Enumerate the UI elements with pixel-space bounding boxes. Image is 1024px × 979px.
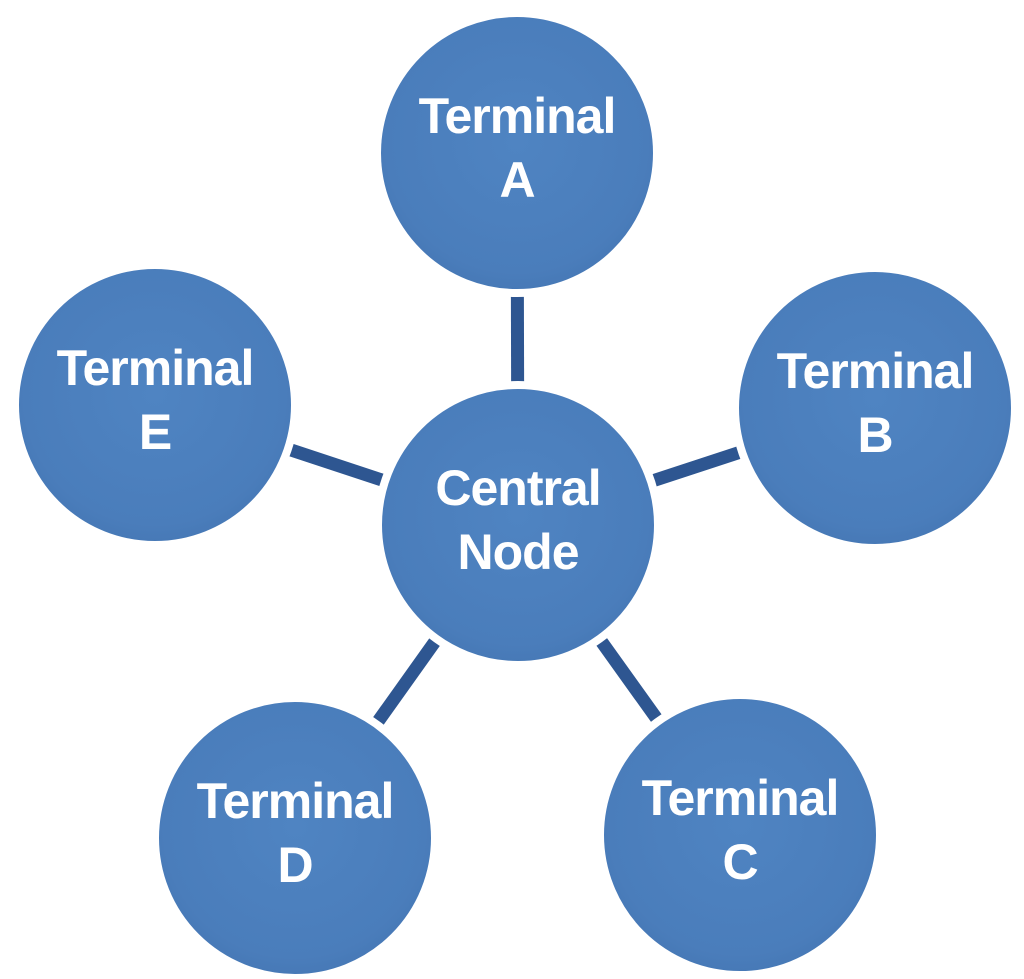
terminal-e-label-line2: E: [139, 404, 171, 460]
terminal-d-label-line1: Terminal: [197, 773, 394, 829]
terminal-c-label-line2: C: [722, 834, 757, 890]
terminal-e-label-line1: Terminal: [57, 340, 254, 396]
central-node-label-line1: Central: [435, 460, 600, 516]
node-terminal-e: Terminal E: [11, 261, 299, 549]
terminal-d-circle: [151, 694, 439, 979]
terminal-b-label-line1: Terminal: [777, 343, 974, 399]
terminal-a-label-line1: Terminal: [419, 88, 616, 144]
terminal-c-circle: [596, 691, 884, 979]
terminal-a-circle: [373, 9, 661, 297]
terminal-a-label-line2: A: [499, 152, 534, 208]
terminal-e-circle: [11, 261, 299, 549]
node-central: Central Node: [374, 381, 662, 669]
terminal-b-circle: [731, 264, 1019, 552]
central-node-circle: [374, 381, 662, 669]
terminal-b-label-line2: B: [857, 407, 892, 463]
node-terminal-c: Terminal C: [596, 691, 884, 979]
terminal-d-label-line2: D: [277, 837, 312, 893]
terminal-c-label-line1: Terminal: [642, 770, 839, 826]
node-terminal-d: Terminal D: [151, 694, 439, 979]
node-terminal-a: Terminal A: [373, 9, 661, 297]
central-node-label-line2: Node: [458, 524, 579, 580]
node-terminal-b: Terminal B: [731, 264, 1019, 552]
